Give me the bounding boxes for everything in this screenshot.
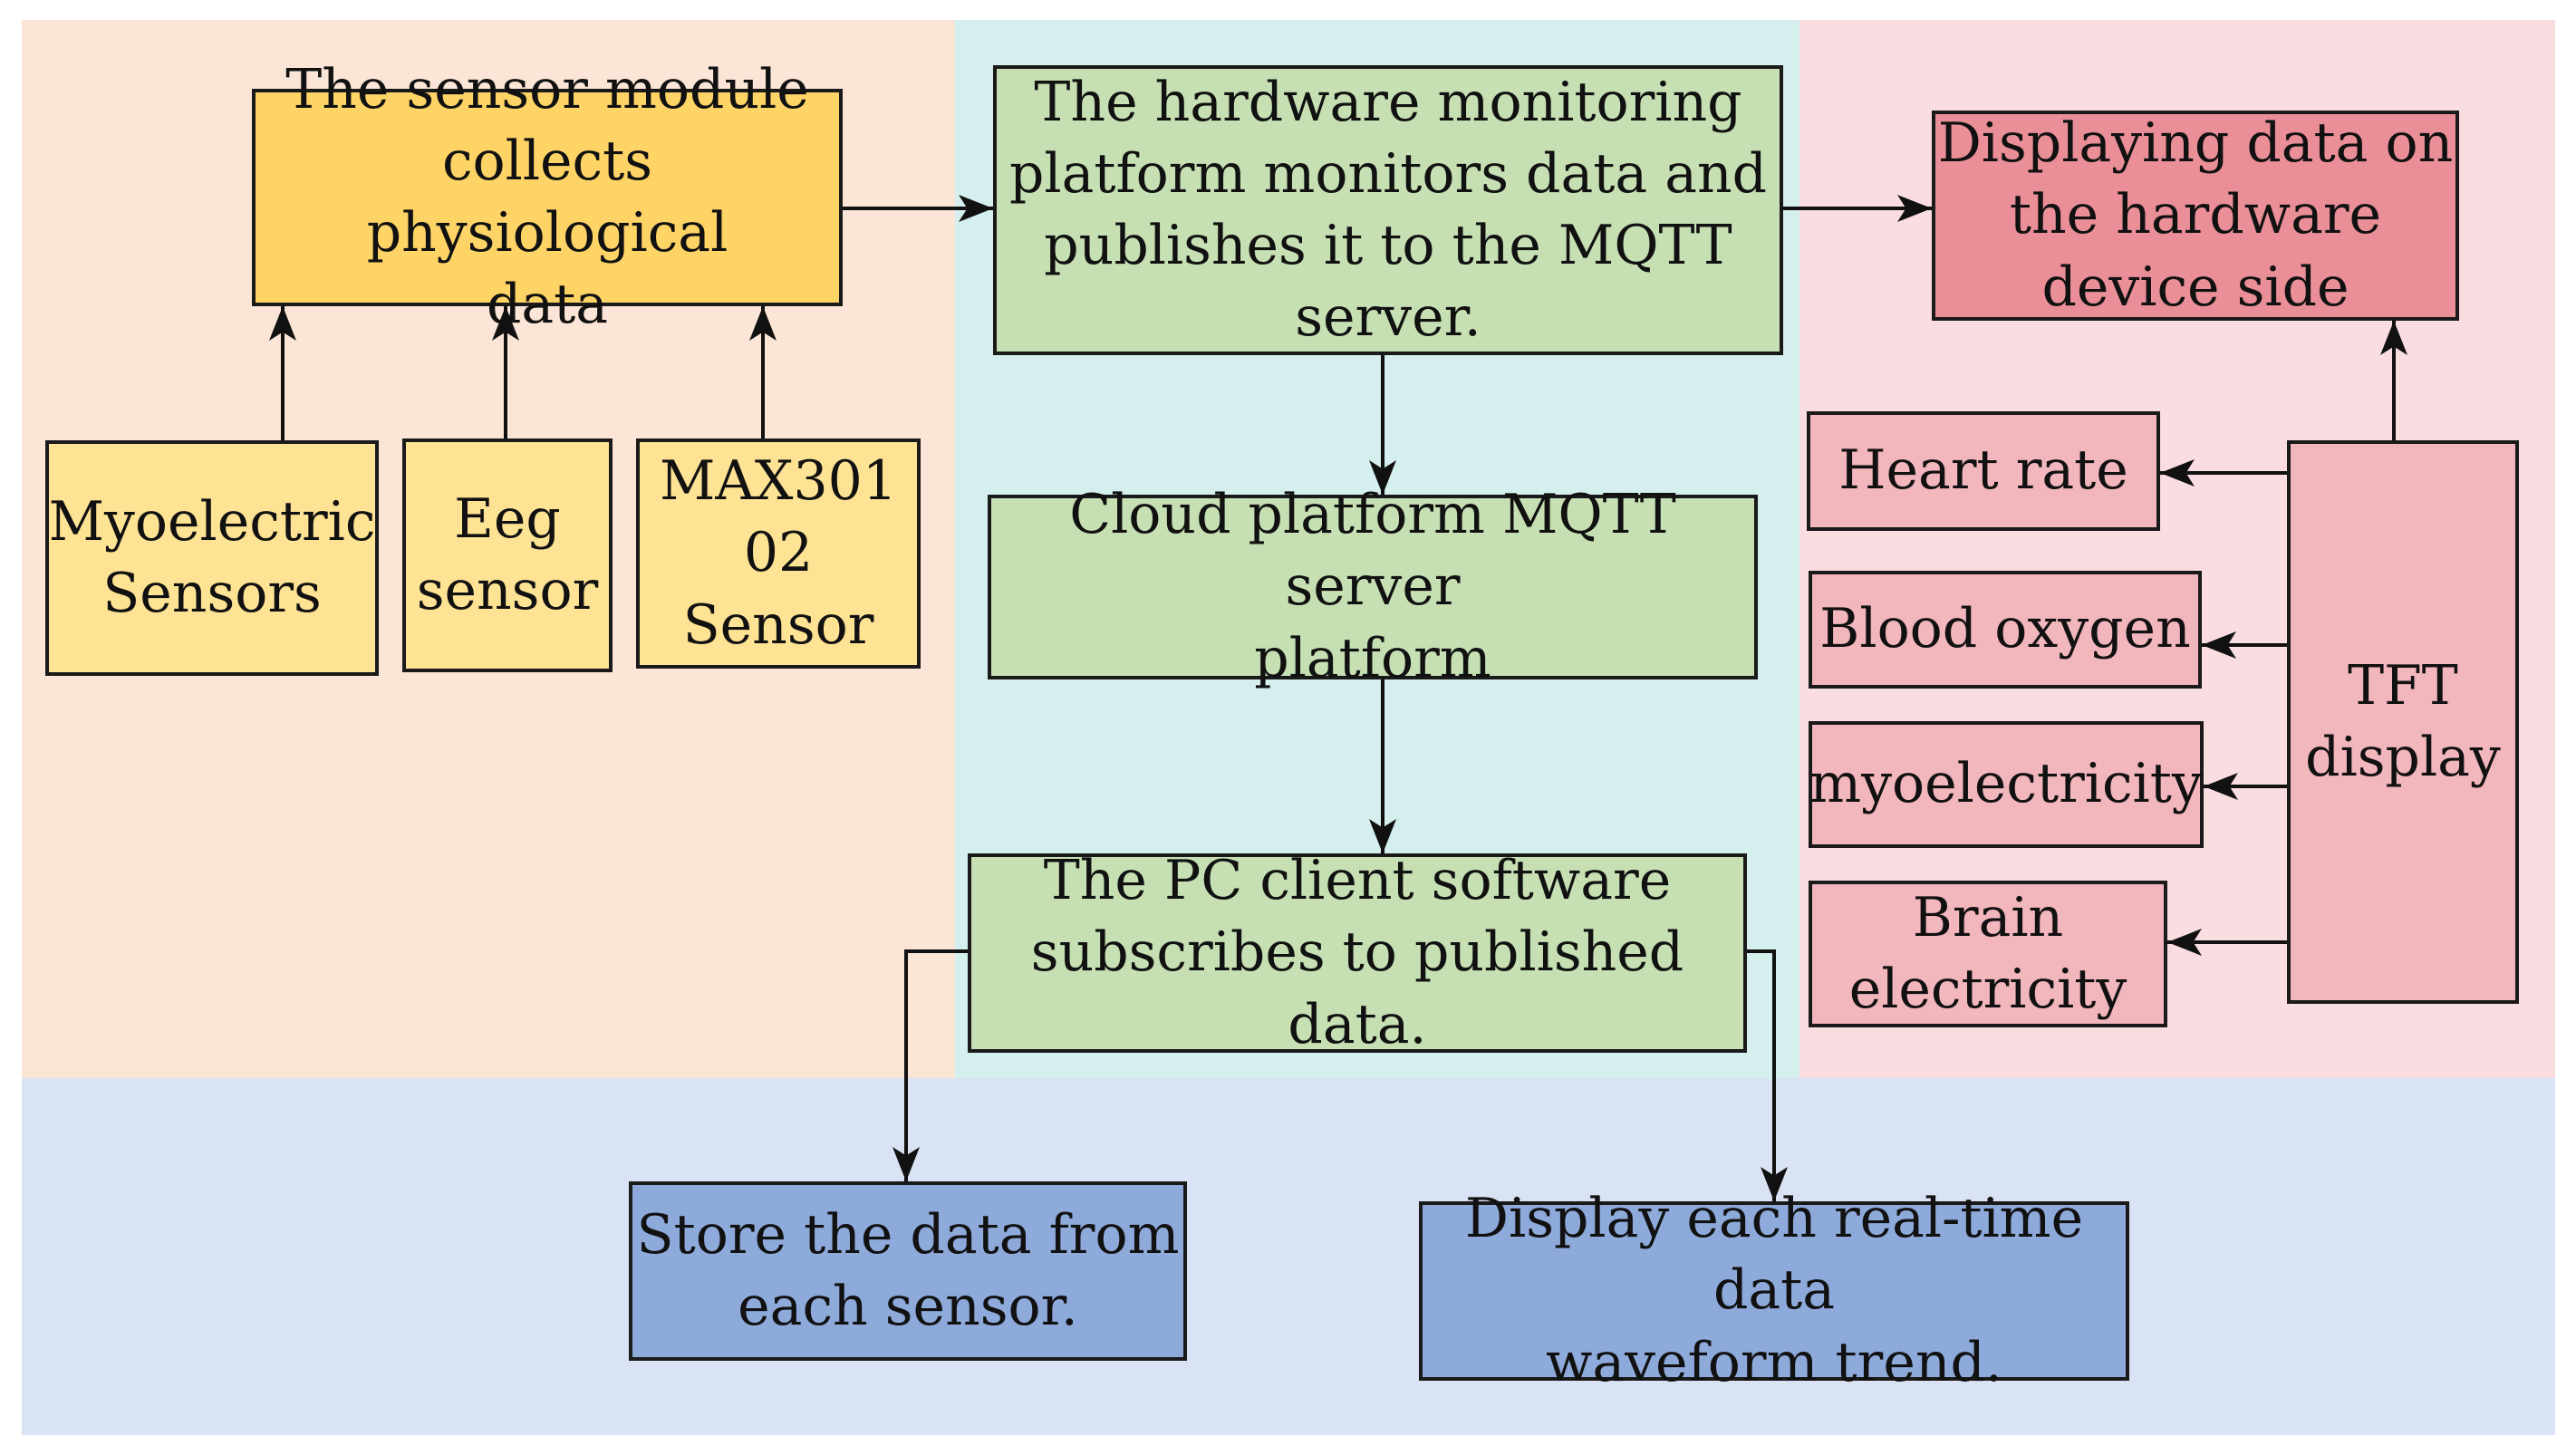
arrow-eeg-to-module-head: [492, 306, 519, 341]
hardware-display-box: Displaying data on the hardware device s…: [1932, 111, 2459, 321]
arrow-pc-to-waveform-head: [1761, 1167, 1788, 1201]
myoelectric-sensors-box: Myoelectric Sensors: [45, 440, 379, 676]
pc-client-region: [22, 1078, 2555, 1435]
arrow-pc-to-store-head: [892, 1147, 920, 1181]
arrow-cloud-to-pc-head: [1369, 819, 1396, 853]
tft-display-box: TFT display: [2287, 440, 2519, 1004]
arrow-tft-to-blood-oxygen-head: [2202, 631, 2236, 659]
hardware-monitoring-platform-box: The hardware monitoring platform monitor…: [993, 65, 1783, 355]
arrow-module-to-hardware-head: [959, 195, 993, 222]
blood-oxygen-box: Blood oxygen: [1809, 571, 2202, 689]
arrow-pc-to-store: [904, 949, 968, 1181]
arrow-myoelectric-to-module-head: [269, 306, 296, 341]
eeg-sensor-box: Eeg sensor: [402, 438, 613, 672]
arrow-pc-to-waveform: [1747, 949, 1776, 1201]
arrow-tft-to-heart-rate-head: [2160, 459, 2195, 487]
heart-rate-box: Heart rate: [1807, 411, 2160, 531]
myoelectricity-box: myoelectricity: [1809, 721, 2204, 848]
brain-electricity-box: Brain electricity: [1809, 881, 2167, 1027]
arrow-max30102-to-module-head: [749, 306, 777, 341]
arrow-tft-to-myoelectricity-head: [2204, 773, 2238, 800]
pc-client-software-box: The PC client software subscribes to pub…: [968, 849, 1747, 1056]
max30102-sensor-box: MAX301 02 Sensor: [636, 438, 921, 669]
store-data-box: Store the data from each sensor.: [629, 1181, 1187, 1361]
arrow-hardware-to-cloud-head: [1369, 460, 1396, 495]
arrow-tft-to-display-head: [2380, 321, 2407, 355]
arrow-tft-to-brain-electricity-head: [2167, 929, 2202, 956]
arrow-hardware-to-display-head: [1897, 195, 1932, 222]
